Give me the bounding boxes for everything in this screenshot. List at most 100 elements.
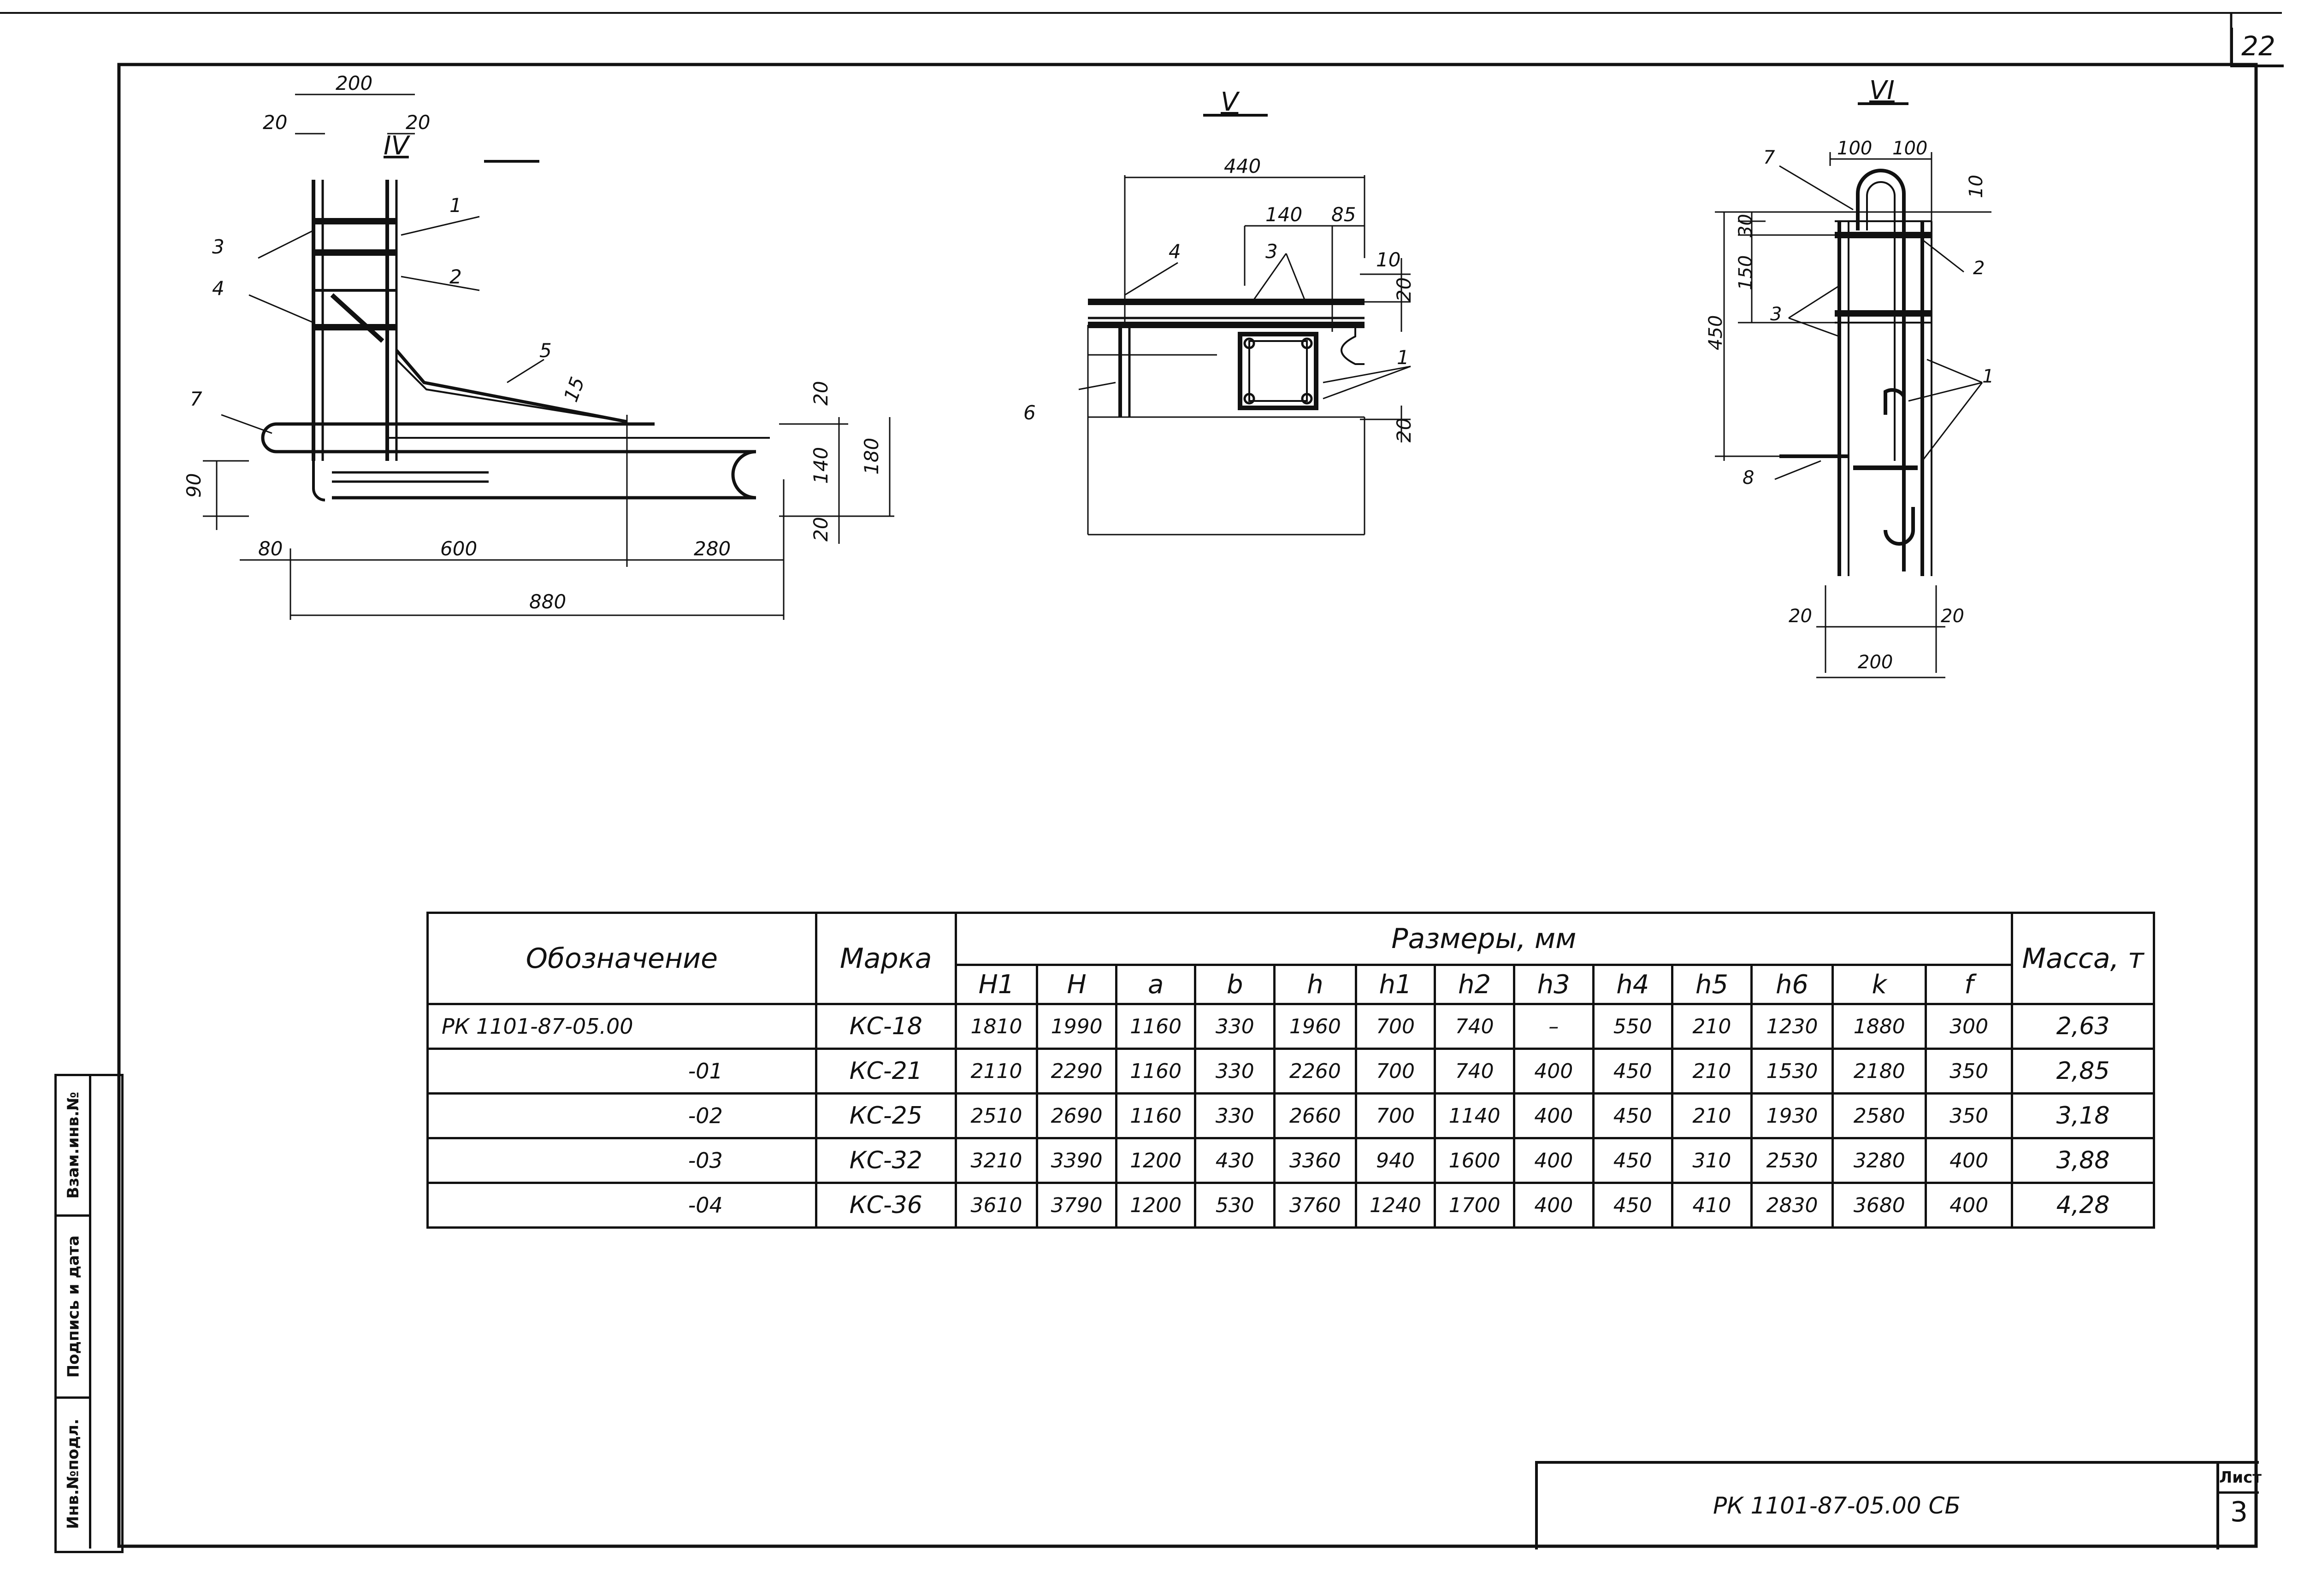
cell-size: 1600 [1434,1137,1515,1184]
cell-size: 740 [1434,1003,1515,1050]
cell-size: 1200 [1115,1137,1197,1184]
cell-size: 1530 [1750,1048,1834,1095]
cell-size: 1160 [1115,1092,1197,1139]
cell-size: 300 [1925,1003,2014,1050]
cell-size: 1960 [1273,1003,1357,1050]
dim-label: 450 [1705,315,1726,350]
cell-size: 3280 [1831,1137,1927,1184]
callout: 1 [1982,366,1994,387]
callout: 1 [449,194,462,217]
stamp-inv-orig: Инв.№подл. [64,1418,83,1529]
cell-size: 700 [1354,1048,1436,1095]
cell-mark: КС-32 [815,1137,957,1184]
callout: 2 [1973,258,1985,279]
header-sizes: Размеры, мм [954,912,2014,966]
cell-designation: -02 [426,1092,817,1139]
cell-designation: РК 1101-87-05.00 [426,1003,817,1050]
cell-size: 1160 [1115,1003,1197,1050]
dim-label: 200 [1858,652,1893,673]
dim-label: 15 [559,374,589,405]
view-v-title: V [1221,87,1240,117]
cell-size: 450 [1592,1048,1674,1095]
view-v [1078,114,1411,536]
callout: 6 [1023,401,1036,424]
cell-size: 350 [1925,1092,2014,1139]
header-size-col: a [1115,964,1197,1005]
cell-size: 2290 [1036,1048,1117,1095]
dim-label: 20 [1941,606,1964,627]
cell-size: 2180 [1831,1048,1927,1095]
stamp-vzam-inv: Взам.инв.№ [64,1092,83,1199]
cell-size: 3760 [1273,1182,1357,1229]
cell-size: 330 [1194,1003,1276,1050]
dim-label: 600 [440,537,477,560]
table-row: -03 КС-32 3210 3390 1200 430 3360 940 16… [426,1137,2155,1184]
dim-label: 150 [1735,255,1756,290]
header-size-col: h6 [1750,964,1834,1005]
cell-size: 3680 [1831,1182,1927,1229]
dim-label: 440 [1224,155,1261,177]
document-code: РК 1101-87-05.00 СБ [1713,1492,1961,1519]
header-designation: Обозначение [426,912,817,1005]
dim-label: 20 [263,111,287,134]
dim-label: 100 [1837,138,1872,159]
cell-size: 2110 [954,1048,1039,1095]
dim-label: 100 [1892,138,1927,159]
cell-size: 3790 [1036,1182,1117,1229]
cell-size: 330 [1194,1092,1276,1139]
cell-mass: 3,18 [2011,1092,2155,1139]
cell-size: 2660 [1273,1092,1357,1139]
callout: 4 [1169,240,1181,263]
dim-label: 200 [336,72,372,94]
cell-mark: КС-18 [815,1003,957,1050]
view-iv [203,94,894,620]
cell-mass: 3,88 [2011,1137,2155,1184]
header-size-col: h [1273,964,1357,1005]
cell-mark: КС-25 [815,1092,957,1139]
cell-size: 430 [1194,1137,1276,1184]
header-mark: Марка [815,912,957,1005]
cell-mass: 4,28 [2011,1182,2155,1229]
dim-label: 20 [809,381,832,406]
callout: 2 [449,265,462,288]
header-size-col: h2 [1434,964,1515,1005]
callout: 8 [1743,467,1754,489]
callout: 3 [1265,240,1278,263]
cell-size: 2690 [1036,1092,1117,1139]
dim-label: 20 [406,111,430,134]
callout: 3 [1770,304,1782,325]
cell-size: 410 [1671,1182,1753,1229]
cell-size: 400 [1512,1048,1595,1095]
cell-size: 3360 [1273,1137,1357,1184]
header-size-col: H1 [954,964,1039,1005]
cell-size: 350 [1925,1048,2014,1095]
table-row: -02 КС-25 2510 2690 1160 330 2660 700 11… [426,1092,2155,1139]
view-iv-title: IV [384,131,411,161]
cell-size: 1240 [1354,1182,1436,1229]
approval-stamp: Взам.инв.№ Подпись и дата Инв.№подл. [54,1074,124,1553]
cell-size: 1990 [1036,1003,1117,1050]
cell-size: 2580 [1831,1092,1927,1139]
dim-label: 90 [183,473,205,498]
cell-size: 3390 [1036,1137,1117,1184]
callout: 7 [190,388,202,410]
cell-size: 3210 [954,1137,1039,1184]
callout: 3 [212,236,224,258]
dim-label: 10 [1966,175,1987,198]
callout: 5 [539,339,552,362]
view-vi [1715,102,1991,678]
cell-size: 1810 [954,1003,1039,1050]
view-iv-labels: IV 200 20 20 600 280 880 80 90 20 140 18… [183,72,883,613]
cell-size: 450 [1592,1137,1674,1184]
dim-label: 280 [694,537,731,560]
cell-size: 940 [1354,1137,1436,1184]
cell-size: 2510 [954,1092,1039,1139]
cell-size: 1700 [1434,1182,1515,1229]
header-size-col: h1 [1354,964,1436,1005]
header-size-col: h3 [1512,964,1595,1005]
table-row: -04 КС-36 3610 3790 1200 530 3760 1240 1… [426,1182,2155,1229]
cell-size: 2830 [1750,1182,1834,1229]
cell-size: 210 [1671,1003,1753,1050]
